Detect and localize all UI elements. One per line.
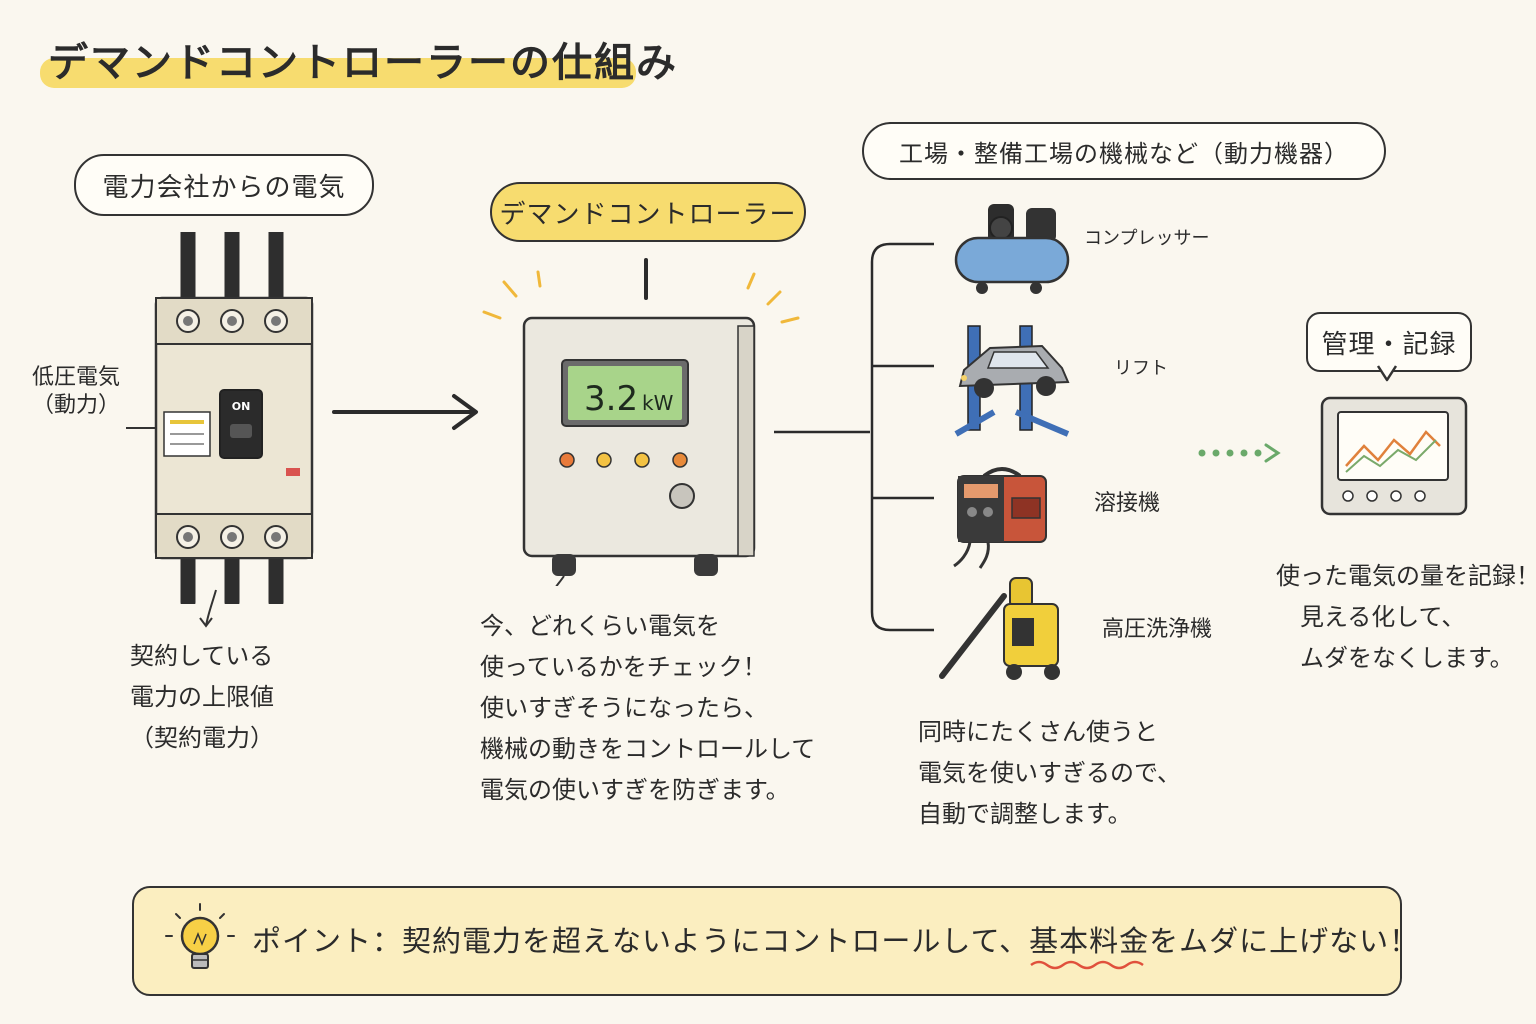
point-text-after: をムダに上げない！ <box>1149 924 1420 958</box>
controller-description: 今、どれくらい電気を 使っているかをチェック！ 使いすぎそうになったら、 機械の… <box>480 612 816 804</box>
point-box <box>132 886 1402 996</box>
lift-illustration <box>954 325 1070 437</box>
breaker-note: 契約している 電力の上限値 （契約電力） <box>130 642 274 752</box>
controller-label: デマンドコントローラー <box>490 182 806 242</box>
branch-lines <box>774 242 934 632</box>
arrow-right-icon <box>332 394 478 430</box>
page-title: デマンドコントローラーの仕組み <box>48 40 678 86</box>
breaker-switch-text: ON <box>232 400 251 413</box>
title-highlight <box>40 58 636 88</box>
source-label: 電力会社からの電気 <box>74 154 374 216</box>
point-text-before: 契約電力を超えないようにコントロールして、 <box>402 924 1030 958</box>
machine-label-lift: リフト <box>1114 358 1168 379</box>
record-description: 使った電気の量を記録！ 見える化して、 ムダをなくします。 <box>1276 562 1536 672</box>
breaker-side-label: 低圧電気 （動力） <box>32 365 121 418</box>
point-text: ポイント：契約電力を超えないようにコントロールして、基本料金をムダに上げない！ <box>252 918 1420 970</box>
pressure-washer-illustration <box>939 577 1060 680</box>
record-callout-tail <box>1376 365 1398 382</box>
machine-label-compressor: コンプレッサー <box>1084 228 1210 249</box>
breaker-illustration: ON <box>154 232 314 604</box>
display-value: 3.2 <box>584 379 638 419</box>
breaker-note-leader <box>199 589 217 628</box>
machine-label-welder: 溶接機 <box>1094 491 1161 516</box>
controller-illustration: 3.2 kW <box>482 258 800 586</box>
compressor-illustration <box>954 204 1070 294</box>
welder-illustration <box>953 467 1047 569</box>
machines-description: 同時にたくさん使うと 電気を使いすぎるので、 自動で調整します。 <box>918 718 1182 828</box>
breaker-side-leader <box>126 427 156 429</box>
dotted-arrow-icon <box>1198 443 1281 463</box>
point-prefix: ポイント： <box>252 924 403 958</box>
machines-header: 工場・整備工場の機械など（動力機器） <box>862 122 1386 180</box>
machine-label-washer: 高圧洗浄機 <box>1102 617 1213 642</box>
point-highlight: 基本料金 <box>1029 918 1149 970</box>
monitor-illustration <box>1320 396 1468 516</box>
display-unit: kW <box>642 391 674 415</box>
lightbulb-icon <box>165 903 235 969</box>
record-label: 管理・記録 <box>1306 312 1472 372</box>
